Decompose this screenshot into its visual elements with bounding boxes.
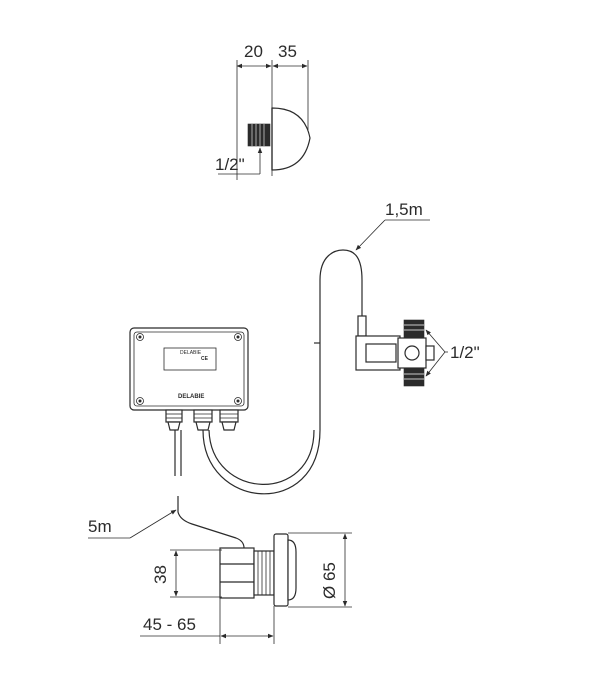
dim-line-38 <box>170 549 222 598</box>
label-plate-brand: DELABIE <box>180 350 202 356</box>
dim-valve-thread-size: 1/2" <box>450 343 480 362</box>
electronic-control-box: CE <box>129 327 249 431</box>
svg-text:CE: CE <box>201 356 209 362</box>
dim-button-thread-size: 1/2" <box>215 155 245 174</box>
dim-button-thread-depth: 20 <box>244 42 263 61</box>
valve-cable <box>202 219 430 495</box>
dim-sensor-body-height: 38 <box>151 565 170 584</box>
dim-valve-cable-length: 1,5m <box>385 200 423 219</box>
sensor-button-side-view <box>219 533 297 607</box>
dim-flange-diameter: Ø 65 <box>320 562 339 599</box>
dim-line-45-65 <box>140 598 275 644</box>
solenoid-valve <box>355 315 448 387</box>
sensor-cable <box>88 430 245 549</box>
box-brand-logo: DELABIE <box>178 394 204 400</box>
dim-button-head-depth: 35 <box>278 42 297 61</box>
dim-wall-thickness-range: 45 - 65 <box>143 615 196 634</box>
dim-sensor-cable-length: 5m <box>88 517 112 536</box>
push-button-side-view <box>218 60 311 180</box>
dim-line-diameter <box>288 532 352 608</box>
